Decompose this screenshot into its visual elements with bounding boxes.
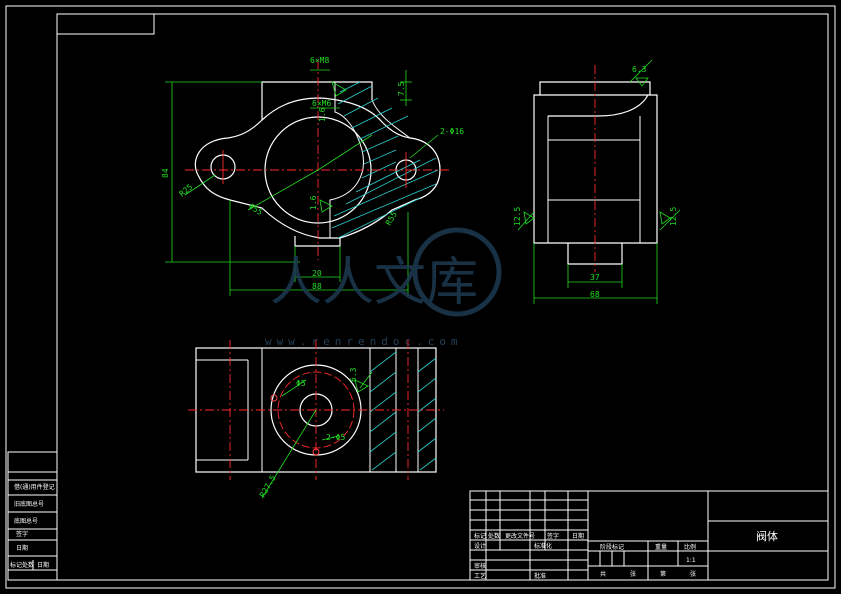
side-table-label: 底图总号 xyxy=(14,517,38,525)
dim-text: 6×M8 xyxy=(310,56,329,65)
title-label: 比例 xyxy=(684,543,696,551)
front-view: 6×M8 1.6 7.5 6×M6 2-Φ16 R25 Φ55 1.6 R55 … xyxy=(161,56,464,296)
side-view: 6.3 12.5 12.5 37 68 xyxy=(513,59,681,304)
side-table-label: 标记处数 xyxy=(10,561,34,569)
title-label: 签字 xyxy=(547,532,559,540)
dim-text: 6.3 xyxy=(632,65,647,74)
title-label: 审核 xyxy=(474,562,486,570)
dim-text: Φ55 xyxy=(247,202,264,217)
dim-text: 2-Φ16 xyxy=(440,127,464,136)
title-label: 标记 xyxy=(474,532,486,540)
scale-value: 1:1 xyxy=(686,557,696,564)
dim-text: 12.5 xyxy=(669,207,678,226)
dim-text: 12.5 xyxy=(513,207,522,226)
dim-text: R55 xyxy=(384,210,399,227)
dim-text: 1.6 xyxy=(318,107,327,122)
top-view: Φ5 6.3 2-Φ5 R27.5 xyxy=(188,340,444,499)
title-label: 张 xyxy=(630,570,636,578)
title-block: 标记 处数 更改文件号 签字 日期 设计 标准化 审核 工艺 批准 阶段标记 重… xyxy=(469,490,829,581)
dim-text: 6×M6 xyxy=(312,99,331,108)
section-hatching xyxy=(331,81,439,239)
side-table-label: 签字 xyxy=(16,530,28,538)
dim-text: R25 xyxy=(178,182,195,198)
side-table-label: 借(通)用件登记 xyxy=(14,483,55,491)
title-label: 阶段标记 xyxy=(600,543,624,551)
title-label: 更改文件号 xyxy=(505,532,535,540)
title-label: 批准 xyxy=(534,572,546,580)
dim-text: 68 xyxy=(590,290,600,299)
title-label: 日期 xyxy=(572,532,584,540)
title-label: 标准化 xyxy=(534,542,552,550)
part-name: 阀体 xyxy=(756,529,778,543)
dim-text: 20 xyxy=(312,269,322,278)
dim-text: Φ5 xyxy=(296,379,306,388)
side-table-label: 旧底图总号 xyxy=(14,500,44,508)
title-label: 设计 xyxy=(474,542,486,550)
dim-text: 88 xyxy=(312,282,322,291)
drawing-number-box xyxy=(56,13,155,35)
title-label: 重量 xyxy=(655,543,667,551)
dim-text: 84 xyxy=(161,168,170,178)
dim-text: 1.6 xyxy=(309,195,318,210)
watermark-url: www.renrendoc.com xyxy=(265,335,463,348)
title-label: 处数 xyxy=(488,532,500,540)
side-table-label: 日期 xyxy=(37,561,49,569)
title-label: 第 xyxy=(660,570,666,578)
title-label: 共 xyxy=(600,570,606,578)
left-side-table: 借(通)用件登记 旧底图总号 底图总号 签字 日期 标记处数 日期 xyxy=(7,451,58,581)
title-label: 工艺 xyxy=(474,572,486,580)
outer-border xyxy=(5,5,836,589)
inner-border xyxy=(56,13,829,581)
watermark-text: 人人文库 xyxy=(270,253,478,313)
dim-text: 37 xyxy=(590,273,600,282)
dim-text: 2-Φ5 xyxy=(326,433,345,442)
side-table-label: 日期 xyxy=(16,544,28,552)
title-label: 张 xyxy=(690,570,696,578)
dim-text: R27.5 xyxy=(258,473,278,499)
dim-text: 6.3 xyxy=(349,367,358,382)
dim-text: 7.5 xyxy=(397,81,406,96)
watermark: 人人文库 www.renrendoc.com xyxy=(265,227,502,348)
